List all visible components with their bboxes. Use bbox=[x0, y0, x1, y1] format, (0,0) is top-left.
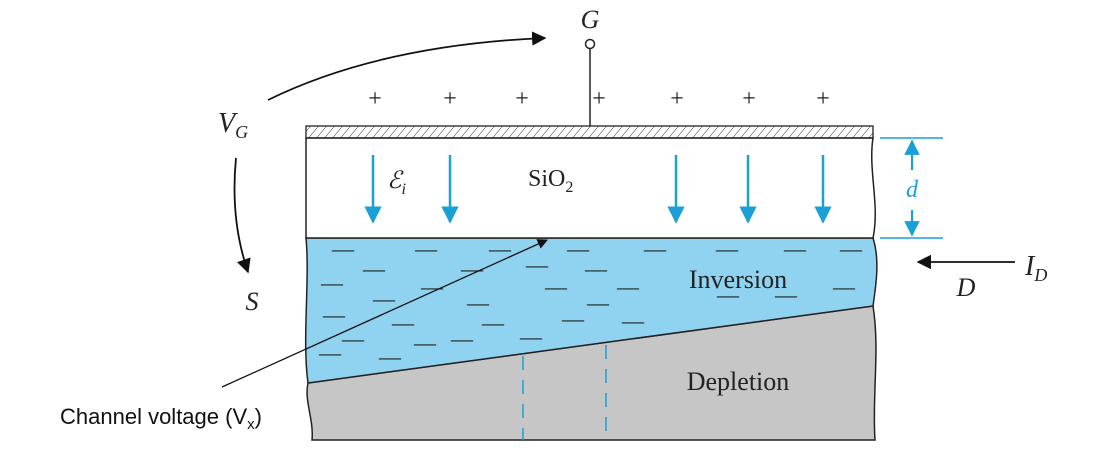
electron: — bbox=[320, 270, 344, 295]
inversion-layer bbox=[304, 237, 878, 384]
inversion-label: Inversion bbox=[689, 265, 787, 294]
channel-voltage-label: Channel voltage (Vx) bbox=[60, 404, 262, 433]
drain-label: D bbox=[956, 273, 976, 302]
gate-metal bbox=[305, 125, 874, 139]
electron: — bbox=[544, 274, 568, 299]
positive-charge: + bbox=[670, 86, 684, 112]
electron: — bbox=[450, 326, 474, 351]
electron: — bbox=[372, 286, 396, 311]
gate-voltage-label: VG bbox=[218, 108, 248, 142]
oxide-name: SiO bbox=[528, 166, 565, 192]
electron: — bbox=[643, 236, 667, 261]
electron: — bbox=[774, 282, 798, 307]
oxide-thickness-label: d bbox=[906, 177, 919, 203]
electron: — bbox=[362, 256, 386, 281]
electron: — bbox=[839, 236, 863, 261]
electron: — bbox=[322, 302, 346, 327]
electron: — bbox=[566, 236, 590, 261]
channel-voltage-pointer bbox=[221, 239, 548, 388]
oxide-label: SiO2 bbox=[528, 166, 573, 196]
electron: — bbox=[783, 236, 807, 261]
field-symbol: ℰ bbox=[387, 168, 404, 194]
field-label: ℰi bbox=[387, 168, 406, 198]
electron: — bbox=[391, 310, 415, 335]
electron: — bbox=[586, 290, 610, 315]
electron: — bbox=[584, 256, 608, 281]
electron: — bbox=[716, 282, 740, 307]
channel-voltage-subscript: x bbox=[247, 416, 255, 433]
electron: — bbox=[420, 274, 444, 299]
electron: — bbox=[481, 310, 505, 335]
electron: — bbox=[616, 274, 640, 299]
positive-charge: + bbox=[443, 86, 457, 112]
positive-charge: + bbox=[368, 86, 382, 112]
electron: — bbox=[318, 340, 342, 365]
drain-current-label: ID bbox=[1024, 251, 1047, 285]
electron: — bbox=[488, 236, 512, 261]
drain-current-subscript: D bbox=[1033, 265, 1047, 285]
field-subscript: i bbox=[402, 181, 406, 198]
electron: — bbox=[525, 252, 549, 277]
gate-voltage-arrow-down bbox=[233, 157, 251, 274]
electron: — bbox=[378, 344, 402, 369]
oxide-thickness-dimension bbox=[880, 137, 943, 239]
gate-voltage-symbol: V bbox=[218, 108, 238, 139]
electron: — bbox=[715, 236, 739, 261]
inversion-electrons: — — — — — — — — — — — — — — — — — — — — … bbox=[318, 236, 863, 369]
gate-positive-charges: + + + + + + + bbox=[368, 86, 830, 112]
electron: — bbox=[466, 290, 490, 315]
positive-charge: + bbox=[592, 86, 606, 112]
electron: — bbox=[519, 324, 543, 349]
positive-charge: + bbox=[515, 86, 529, 112]
channel-voltage-text: Channel voltage (V bbox=[60, 404, 247, 429]
electron: — bbox=[341, 326, 365, 351]
gate-label: G bbox=[581, 5, 600, 34]
depletion-label: Depletion bbox=[687, 367, 790, 396]
electron: — bbox=[331, 236, 355, 261]
gate-terminal-icon bbox=[584, 38, 596, 50]
electron: — bbox=[414, 236, 438, 261]
source-label: S bbox=[246, 287, 259, 316]
drain-current-symbol: I bbox=[1024, 251, 1036, 282]
gate-voltage-subscript: G bbox=[235, 122, 248, 142]
electron: — bbox=[561, 306, 585, 331]
positive-charge: + bbox=[742, 86, 756, 112]
oxide-field-arrows bbox=[364, 155, 832, 224]
gate-voltage-arrow-top bbox=[267, 31, 547, 101]
depletion-region bbox=[306, 305, 877, 441]
oxide-subscript: 2 bbox=[565, 179, 573, 196]
electron: — bbox=[413, 330, 437, 355]
electron: — bbox=[621, 308, 645, 333]
channel-voltage-close: ) bbox=[255, 404, 262, 429]
positive-charge: + bbox=[816, 86, 830, 112]
electron: — bbox=[832, 274, 856, 299]
